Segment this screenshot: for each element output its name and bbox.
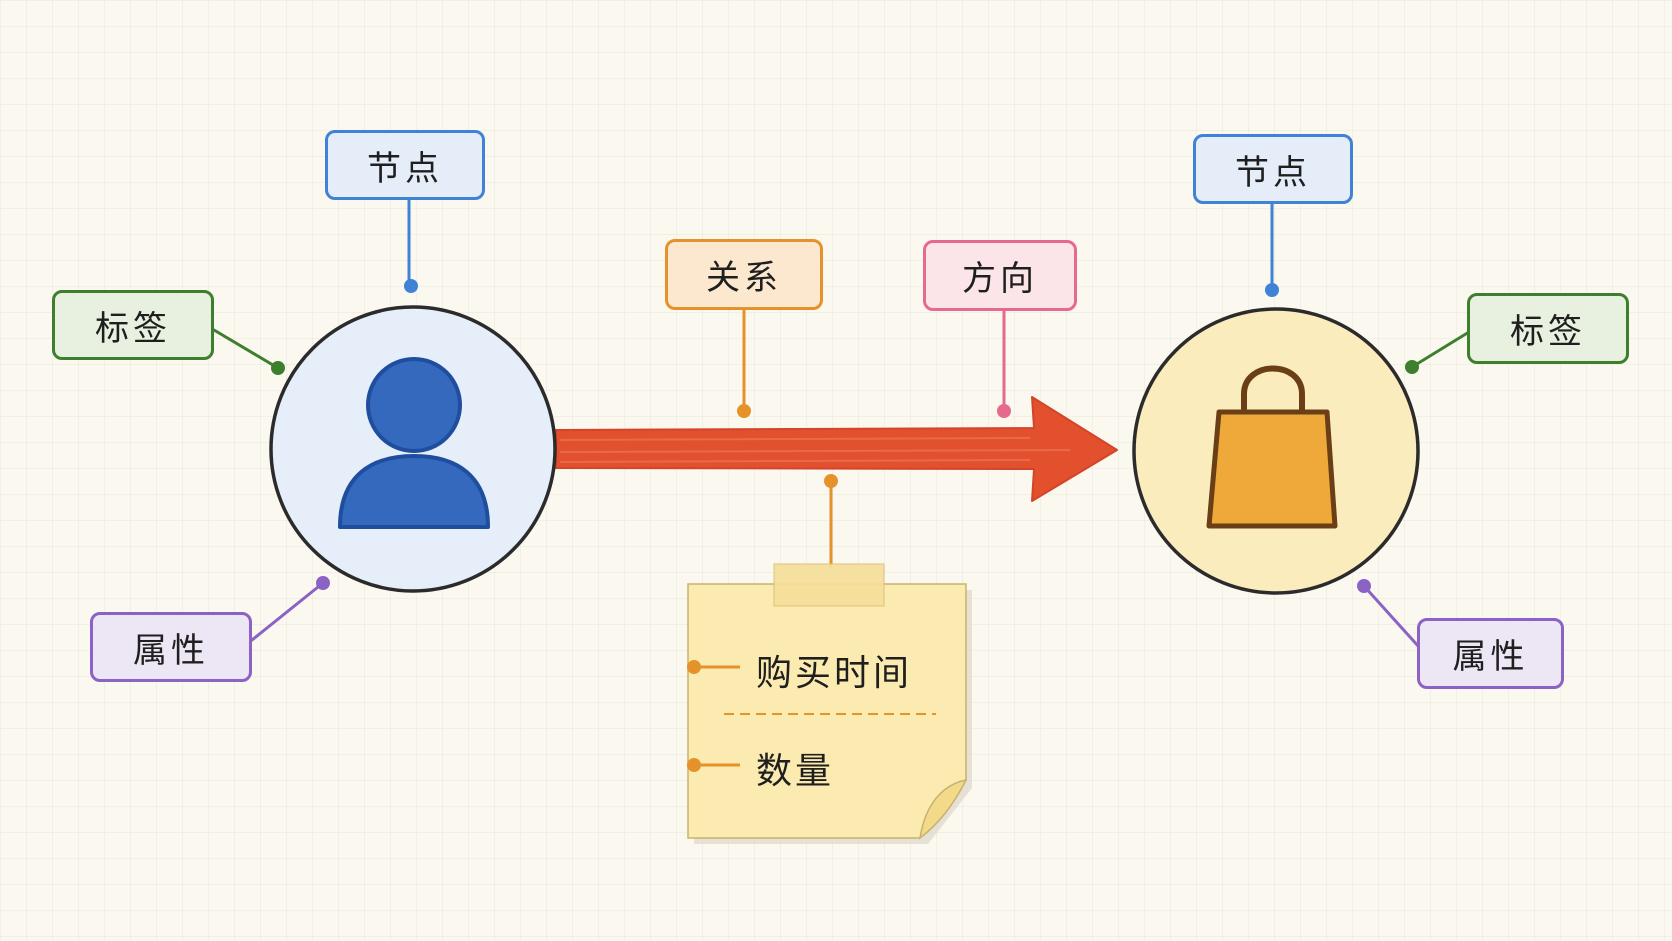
left-tag-label: 标签 [52,290,214,360]
right-property-label: 属性 [1417,618,1564,689]
right-tag-connector [1410,330,1471,369]
relation-dot [737,404,751,418]
sticky-note-tape [773,563,885,607]
relation-label: 关系 [665,239,823,310]
right-tag-dot [1405,360,1419,374]
person-icon [338,357,490,529]
left-tag-connector [212,328,280,370]
left-node-label: 节点 [325,130,485,200]
sticky-note-curl [918,778,968,840]
note-dot [824,474,838,488]
left-node [269,305,557,593]
note-item-2-dot [687,758,701,772]
right-tag-label: 标签 [1467,293,1629,364]
sticky-note [687,563,972,844]
shopping-bag-icon [1206,365,1338,529]
direction-dot [997,404,1011,418]
right-node-dot [1265,283,1279,297]
right-property-dot [1357,579,1371,593]
note-item-quantity: 数量 [756,751,835,792]
right-node [1132,307,1420,595]
sticky-note-paper [687,583,967,839]
note-item-purchase-time: 购买时间 [756,653,913,694]
connector-lines [212,198,1471,649]
connector-dots [271,279,1419,772]
left-property-dot [316,576,330,590]
note-item-1-dot [687,660,701,674]
relationship-arrow-texture [559,437,1071,463]
direction-label: 方向 [923,240,1077,311]
left-property-label: 属性 [90,612,252,682]
relationship-arrow [555,396,1118,502]
right-node-label: 节点 [1193,134,1353,204]
left-tag-dot [271,361,285,375]
left-node-dot [404,279,418,293]
right-property-connector [1362,584,1421,649]
left-property-connector [250,581,325,642]
